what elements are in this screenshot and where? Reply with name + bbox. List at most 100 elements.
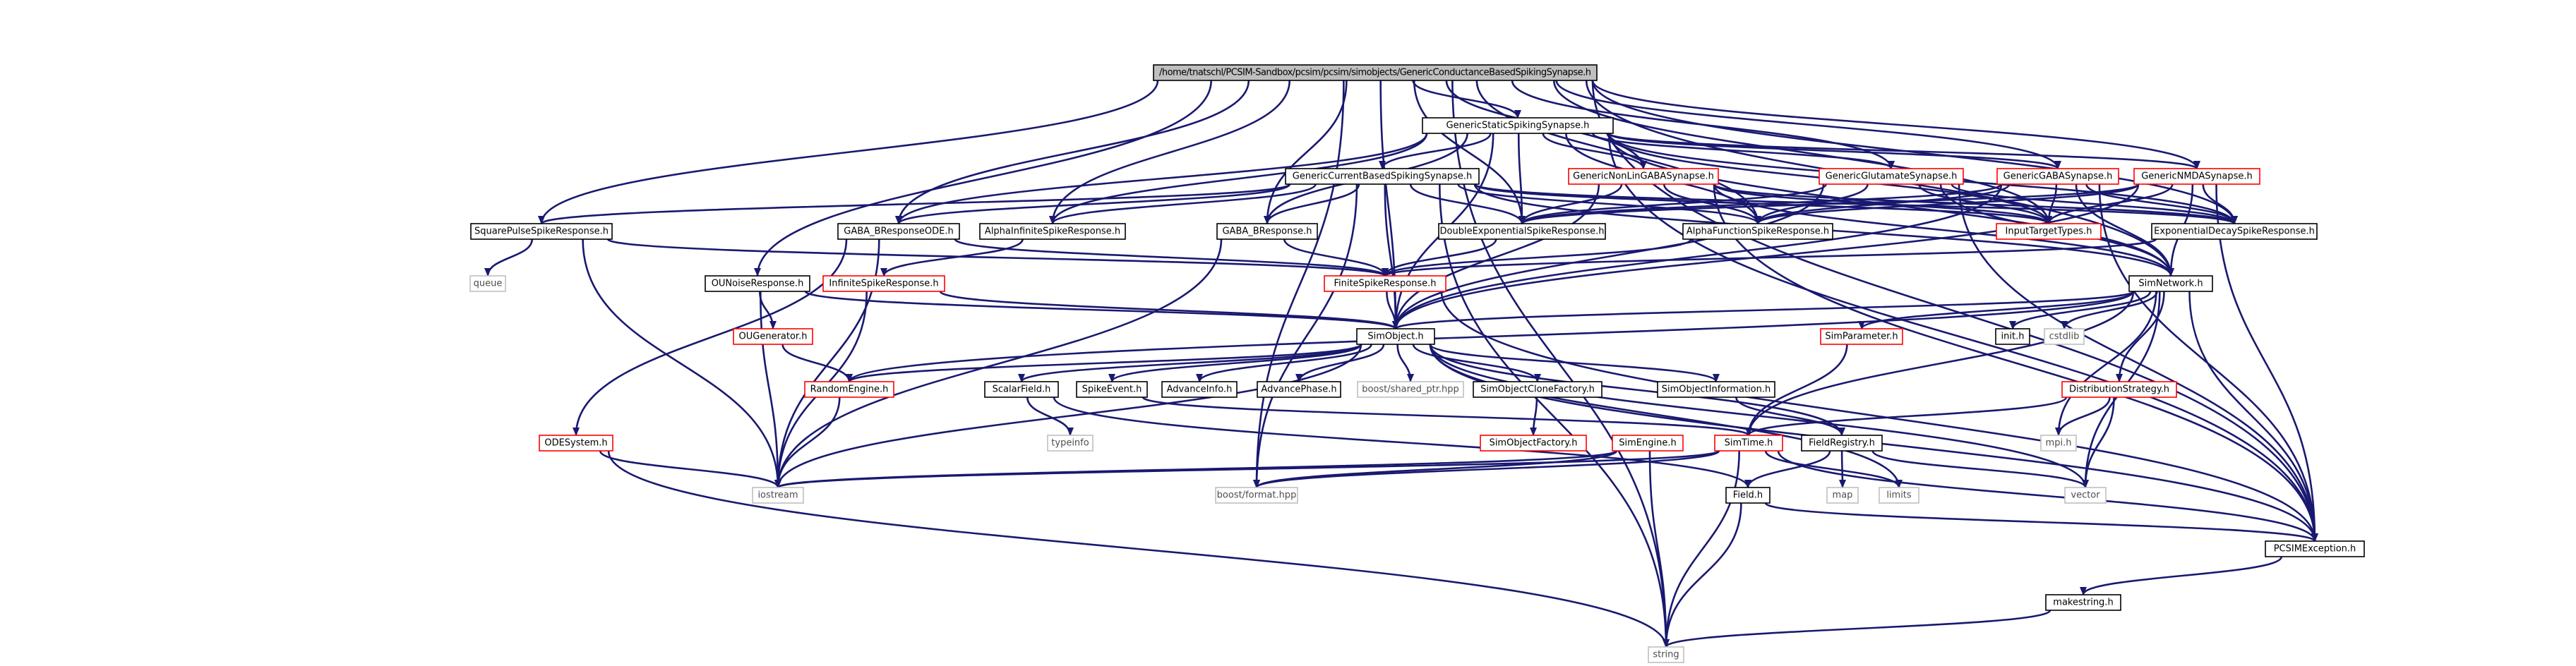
node-box-que <box>469 275 506 292</box>
include-edge-gnm-sob <box>1392 183 2140 329</box>
include-edge-gbr-ios <box>774 238 1223 488</box>
node-gnl[interactable]: GenericNonLinGABASynapse.h <box>1568 168 1719 185</box>
node-sof[interactable]: SimObjectFactory.h <box>1480 435 1587 452</box>
node-spe[interactable]: SpikeEvent.h <box>1076 381 1148 398</box>
include-edge-sob-ren <box>846 343 1362 383</box>
include-edge-sob-vec <box>1429 344 2089 488</box>
node-label-stm: SimTime.h <box>1725 438 1773 449</box>
include-edge-gnl-snw <box>1713 183 2174 277</box>
include-edge-sen-str <box>1648 450 1670 648</box>
node-label-sen: SimEngine.h <box>1619 438 1676 449</box>
node-label-frg: FieldRegistry.h <box>1809 438 1875 449</box>
include-edge-gss-gnl <box>1542 133 1647 169</box>
node-label-gbo: GABA_BResponseODE.h <box>844 226 953 237</box>
node-ggl[interactable]: GenericGlutamateSynapse.h <box>1819 168 1964 185</box>
node-box-root <box>1153 64 1598 81</box>
node-csl: cstdlib <box>2044 328 2085 345</box>
node-inh[interactable]: init.h <box>1995 328 2030 345</box>
node-label-root: /home/tnatschl/PCSIM-Sandbox/pcsim/pcsim… <box>1159 68 1591 78</box>
include-edge-gcb-gbo <box>895 183 1291 225</box>
node-oug[interactable]: OUGenerator.h <box>733 328 813 345</box>
node-box-adp <box>1257 381 1341 398</box>
node-box-dst <box>2061 381 2177 398</box>
include-edge-ode-ios <box>599 450 781 488</box>
node-ode[interactable]: ODESystem.h <box>539 435 613 452</box>
node-gnm[interactable]: GenericNMDASynapse.h <box>2133 168 2260 185</box>
include-edge-scf-fld <box>1053 396 1751 488</box>
node-fsr[interactable]: FiniteSpikeResponse.h <box>1324 275 1446 292</box>
node-root[interactable]: /home/tnatschl/PCSIM-Sandbox/pcsim/pcsim… <box>1153 64 1598 81</box>
node-box-ios <box>752 487 804 504</box>
include-edge-gnl-afs <box>1663 183 1761 224</box>
include-edge-snw-ren <box>846 291 2135 382</box>
node-frg[interactable]: FieldRegistry.h <box>1801 435 1883 452</box>
node-box-ren <box>804 381 894 398</box>
node-label-pex: PCSIMException.h <box>2274 544 2356 555</box>
include-edge-gbo-ode <box>573 238 848 436</box>
node-gcb[interactable]: GenericCurrentBasedSpikingSynapse.h <box>1285 168 1480 185</box>
node-spa[interactable]: SimParameter.h <box>1820 328 1903 345</box>
include-edge-gcb-sqp <box>538 183 1291 225</box>
include-edge-gss-gcb <box>1379 133 1492 169</box>
include-edge-sqp-fsr <box>606 238 1389 277</box>
include-edge-frg-vec <box>1871 450 2089 488</box>
node-adi[interactable]: AdvanceInfo.h <box>1161 381 1238 398</box>
node-label-gnm: GenericNMDASynapse.h <box>2141 171 2253 182</box>
node-box-map <box>1826 487 1859 504</box>
include-edge-gga-sob <box>1392 183 2003 329</box>
include-edge-snw-inh <box>2009 291 2152 329</box>
node-label-gcb: GenericCurrentBasedSpikingSynapse.h <box>1293 171 1472 182</box>
include-edge-sob-socf <box>1412 344 1541 382</box>
node-des[interactable]: DoubleExponentialSpikeResponse.h <box>1438 223 1606 240</box>
node-gbo[interactable]: GABA_BResponseODE.h <box>837 223 960 240</box>
node-adp[interactable]: AdvancePhase.h <box>1257 381 1341 398</box>
node-socf[interactable]: SimObjectCloneFactory.h <box>1473 381 1602 398</box>
node-eds[interactable]: ExponentialDecaySpikeResponse.h <box>2151 223 2318 240</box>
node-soi[interactable]: SimObjectInformation.h <box>1657 381 1775 398</box>
node-gss[interactable]: GenericStaticSpikingSynapse.h <box>1422 117 1614 134</box>
node-box-scf <box>984 381 1059 398</box>
include-edge-isr-sob <box>939 290 1399 330</box>
node-sob[interactable]: SimObject.h <box>1356 328 1435 345</box>
node-ren[interactable]: RandomEngine.h <box>804 381 894 398</box>
node-itt[interactable]: InputTargetTypes.h <box>1996 223 2102 240</box>
node-sen[interactable]: SimEngine.h <box>1612 435 1684 452</box>
node-mpi: mpi.h <box>2040 435 2077 452</box>
node-box-afs <box>1682 223 1833 240</box>
node-snw[interactable]: SimNetwork.h <box>2128 275 2213 292</box>
node-label-gga: GenericGABASynapse.h <box>2003 171 2113 182</box>
include-edge-snw-spa <box>1858 291 2135 329</box>
node-box-oun <box>705 275 810 292</box>
node-oun[interactable]: OUNoiseResponse.h <box>705 275 810 292</box>
node-gga[interactable]: GenericGABASynapse.h <box>1996 168 2119 185</box>
node-scf[interactable]: ScalarField.h <box>984 381 1059 398</box>
node-stm[interactable]: SimTime.h <box>1714 435 1783 452</box>
node-pex[interactable]: PCSIMException.h <box>2265 540 2365 557</box>
node-box-tyi <box>1047 435 1094 452</box>
node-gbr[interactable]: GABA_BResponse.h <box>1216 223 1318 240</box>
node-dst[interactable]: DistributionStrategy.h <box>2061 381 2177 398</box>
node-label-vec: vector <box>2071 490 2100 501</box>
include-edge-des-fsr <box>1382 238 1497 277</box>
node-label-eds: ExponentialDecaySpikeResponse.h <box>2154 226 2315 237</box>
node-fld[interactable]: Field.h <box>1725 487 1771 504</box>
node-label-bfm: boost/format.hpp <box>1217 490 1297 501</box>
node-box-isr <box>822 275 945 292</box>
node-box-spa <box>1820 328 1903 345</box>
include-edge-gnl-eds <box>1713 183 2238 225</box>
include-edge-root-pex <box>1591 80 2318 542</box>
include-edge-sqp-que <box>484 238 533 277</box>
node-mks[interactable]: makestring.h <box>2045 594 2121 611</box>
node-label-dst: DistributionStrategy.h <box>2069 385 2169 395</box>
node-label-bsp: boost/shared_ptr.hpp <box>1362 385 1459 395</box>
node-afs[interactable]: AlphaFunctionSpikeResponse.h <box>1682 223 1833 240</box>
node-sqp[interactable]: SquarePulseSpikeResponse.h <box>470 223 613 240</box>
include-edge-sen-bfm <box>1253 449 1618 489</box>
node-isr[interactable]: InfiniteSpikeResponse.h <box>822 275 945 292</box>
node-box-csl <box>2044 328 2085 345</box>
node-aif[interactable]: AlphaInfiniteSpikeResponse.h <box>979 223 1126 240</box>
include-edge-gss-ggl <box>1592 132 1895 170</box>
node-label-oun: OUNoiseResponse.h <box>712 279 804 289</box>
node-box-bfm <box>1215 487 1298 504</box>
